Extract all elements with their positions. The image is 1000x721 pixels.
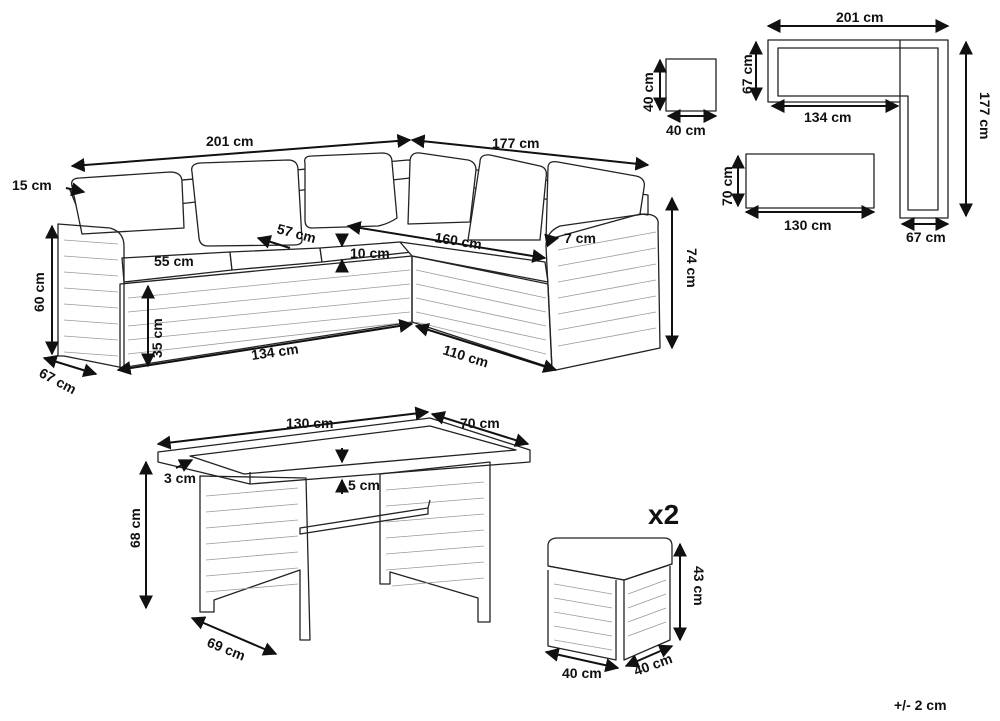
- label-sofa-depth: 67 cm: [37, 365, 80, 398]
- label-table-width: 70 cm: [460, 415, 500, 431]
- label-table-length: 130 cm: [286, 415, 333, 431]
- label-sofa-front-length: 134 cm: [250, 341, 299, 363]
- label-sofa-total-height: 74 cm: [684, 248, 700, 288]
- label-plan-sofa-inner: 134 cm: [804, 109, 851, 125]
- sofa-dimensions: [42, 133, 679, 377]
- label-plan-sofa-side-depth: 67 cm: [906, 229, 946, 245]
- label-plan-stool-w: 40 cm: [666, 122, 706, 138]
- label-plan-table-d: 70 cm: [719, 166, 735, 206]
- back-cushion-4: [407, 152, 477, 225]
- label-table-edge: 3 cm: [164, 470, 196, 486]
- label-sofa-arm-width: 7 cm: [564, 230, 596, 246]
- label-sofa-arm-height: 60 cm: [31, 272, 47, 312]
- back-cushion-6: [545, 160, 645, 241]
- label-table-height: 68 cm: [127, 508, 143, 548]
- label-sofa-seat-depth: 55 cm: [154, 253, 194, 269]
- table-dimensions: 130 cm 70 cm 3 cm 5 cm 68 cm 69 cm: [127, 406, 530, 664]
- back-cushion-1: [71, 171, 185, 235]
- stool-dimensions: x2 43 cm 40 cm 40 cm: [544, 499, 707, 681]
- plan-stool: [665, 58, 717, 112]
- label-table-top-thickness: 5 cm: [348, 477, 380, 493]
- label-stool-width: 40 cm: [562, 665, 602, 681]
- dining-table: [157, 417, 531, 641]
- tolerance-note: +/- 2 cm: [894, 697, 947, 713]
- label-sofa-width-left: 201 cm: [206, 133, 253, 149]
- label-sofa-seat-height: 35 cm: [149, 318, 165, 358]
- plan-views: 40 cm 40 cm 201 cm 67 cm 134 cm 177 cm 6…: [640, 9, 993, 245]
- label-stool-quantity: x2: [648, 499, 679, 530]
- back-cushion-5: [467, 154, 548, 241]
- label-plan-stool-d: 40 cm: [640, 72, 656, 112]
- label-sofa-width-right: 177 cm: [492, 135, 539, 151]
- label-sofa-cushion-thickness: 10 cm: [350, 245, 390, 261]
- label-stool-height: 43 cm: [691, 566, 707, 606]
- label-plan-sofa-total: 201 cm: [836, 9, 883, 25]
- label-plan-sofa-side: 177 cm: [977, 92, 993, 139]
- label-sofa-inner-length: 160 cm: [434, 229, 483, 252]
- stool: [547, 537, 673, 661]
- label-sofa-arm-top: 15 cm: [12, 177, 52, 193]
- label-plan-sofa-depth: 67 cm: [739, 54, 755, 94]
- plan-sofa: [767, 39, 949, 219]
- back-cushion-3: [304, 152, 398, 229]
- plan-table: [745, 153, 875, 209]
- label-plan-table-w: 130 cm: [784, 217, 831, 233]
